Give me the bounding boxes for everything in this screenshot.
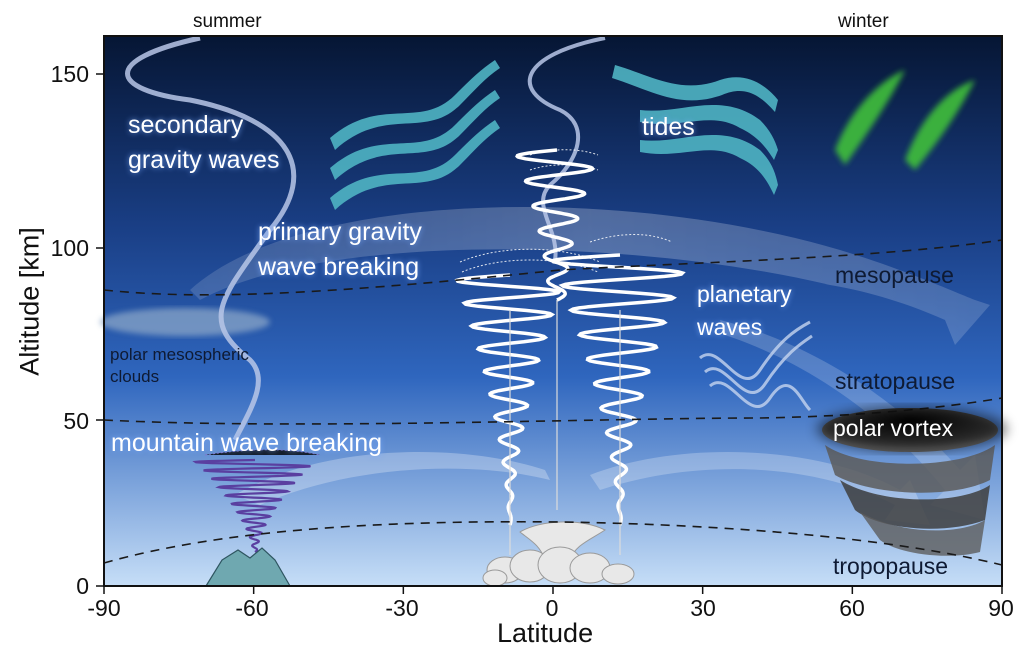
x-tick-marks — [103, 586, 1003, 594]
x-tick-label: 0 — [545, 595, 559, 621]
convective-cloud-graphic — [482, 521, 635, 587]
label-mountain-wave-breaking: mountain wave breaking — [111, 429, 382, 457]
tropopause-line — [103, 520, 1003, 566]
mountain-wave-graphic — [192, 458, 311, 553]
y-tick-label: 0 — [76, 573, 89, 599]
y-tick-label: 100 — [50, 235, 89, 261]
season-label-summer: summer — [193, 11, 262, 32]
x-axis-title: Latitude — [497, 618, 594, 648]
label-secondary-gravity-waves-line1: secondary — [128, 111, 244, 139]
label-planetary-waves-line1: planetary — [697, 281, 792, 307]
y-tick-marks — [96, 73, 104, 587]
glow-polar-vortex — [817, 407, 1007, 451]
label-mesopause: mesopause — [835, 262, 954, 288]
mountain-wave-ticks — [204, 449, 321, 456]
mountain-graphic — [204, 547, 292, 587]
secondary-gravity-wave-center-ribbon — [527, 36, 606, 261]
x-tick-label: -30 — [385, 595, 419, 621]
aurora-graphic — [835, 70, 975, 170]
label-polar-vortex: polar vortex — [833, 415, 954, 441]
y-axis-title: Altitude [km] — [14, 227, 45, 376]
x-tick-label: 30 — [690, 595, 716, 621]
x-tick-label: -60 — [235, 595, 269, 621]
stratopause-line — [103, 397, 1003, 425]
label-secondary-gravity-waves-line2: gravity waves — [128, 146, 280, 174]
tides-bands — [330, 60, 778, 210]
label-tropopause: tropopause — [833, 553, 949, 579]
convective-wave-stems — [509, 300, 621, 555]
label-primary-gravity-wave-breaking-line1: primary gravity — [258, 218, 422, 246]
y-tick-label: 150 — [50, 61, 89, 87]
season-label-winter: winter — [838, 11, 889, 32]
label-polar-mesospheric-clouds-line1: polar mesospheric — [110, 345, 249, 364]
x-tick-label: -90 — [87, 595, 121, 621]
planetary-waves-graphic — [698, 320, 813, 412]
label-stratopause: stratopause — [835, 368, 956, 394]
layer-boundaries — [103, 239, 1003, 566]
y-tick-label: 50 — [63, 408, 89, 434]
mesopause-line — [103, 239, 1003, 296]
label-polar-mesospheric-clouds-line2: clouds — [110, 367, 160, 386]
gravity-wave-ticks — [459, 149, 673, 273]
label-tides: tides — [642, 113, 695, 141]
polar-mesospheric-clouds-graphic — [100, 308, 270, 336]
label-planetary-waves-line2: waves — [697, 314, 763, 340]
x-tick-label: 90 — [988, 595, 1014, 621]
secondary-gravity-wave-ribbon — [125, 35, 297, 442]
label-primary-gravity-wave-breaking-line2: wave breaking — [258, 253, 420, 281]
x-tick-label: 60 — [839, 595, 865, 621]
